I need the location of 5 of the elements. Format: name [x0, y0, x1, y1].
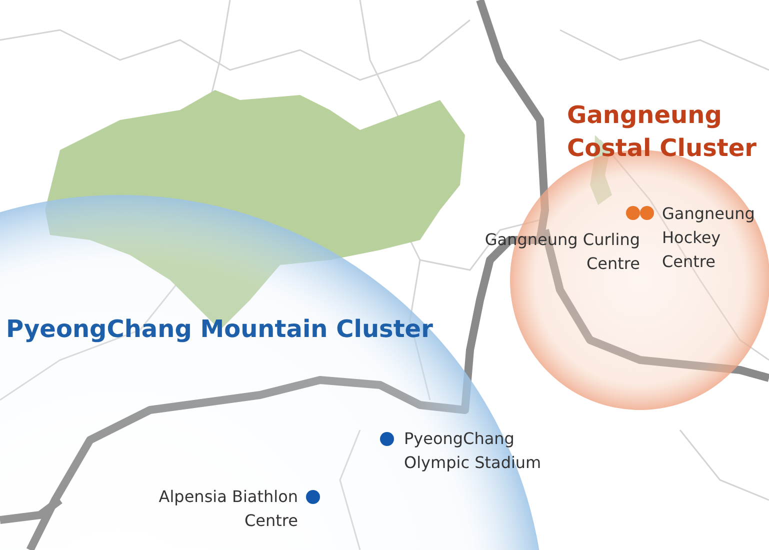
- venue-label: Alpensia Biathlon Centre: [158, 486, 298, 532]
- cluster-heading: PyeongChang Mountain Cluster: [6, 314, 434, 345]
- venue-label: PyeongChang Olympic Stadium: [404, 428, 542, 474]
- cluster-heading: Gangneung Costal Cluster: [567, 100, 758, 164]
- venue-label: Gangneung Hockey Centre: [662, 203, 756, 273]
